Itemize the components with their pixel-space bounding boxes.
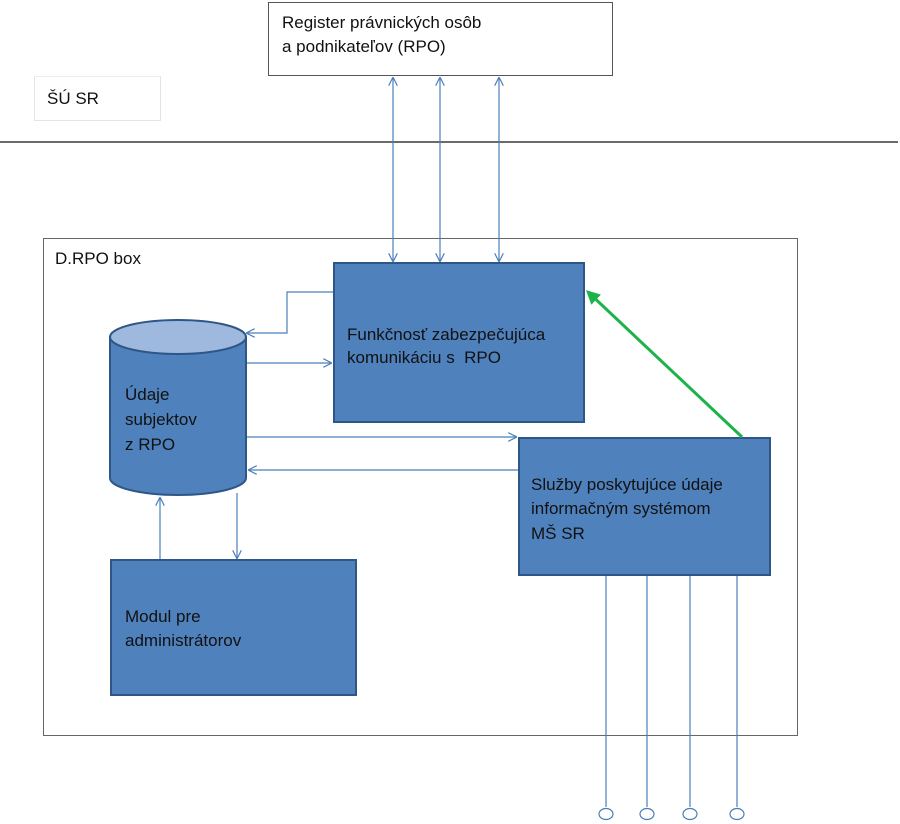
functionality-label-line2: komunikáciu s RPO <box>347 348 501 367</box>
service-interface-1 <box>598 576 614 821</box>
rpo-register-box <box>268 2 613 76</box>
functionality-box <box>333 262 585 423</box>
rpo-register-label-line2: a podnikateľov (RPO) <box>282 37 446 56</box>
database-cylinder <box>109 319 247 496</box>
services-box <box>518 437 771 576</box>
database-label-line3: z RPO <box>125 435 176 454</box>
admin-label-line1: Modul pre <box>125 607 201 626</box>
services-to-func-green-arrow <box>585 290 744 439</box>
drpo-box-container <box>43 238 798 736</box>
func-to-db-arrow <box>247 291 333 333</box>
service-interface-4 <box>729 576 745 821</box>
su-sr-box <box>34 76 161 121</box>
drpo-box-label: D.RPO box <box>55 249 141 268</box>
admin-label-line2: administrátorov <box>125 631 242 650</box>
services-label-line2: informačným systémom <box>531 499 711 518</box>
services-label-line1: Služby poskytujúce údaje <box>531 475 723 494</box>
rpo-register-label-line1: Register právnických osôb <box>282 13 482 32</box>
service-interface-2 <box>639 576 655 821</box>
services-label-line3: MŠ SR <box>531 524 585 543</box>
admin-module-box <box>110 559 357 696</box>
database-label-line1: Údaje <box>125 385 170 404</box>
su-sr-label: ŠÚ SR <box>47 89 99 108</box>
service-interface-3 <box>682 576 698 821</box>
database-label-line2: subjektov <box>125 410 197 429</box>
functionality-label-line1: Funkčnosť zabezpečujúca <box>347 325 546 344</box>
